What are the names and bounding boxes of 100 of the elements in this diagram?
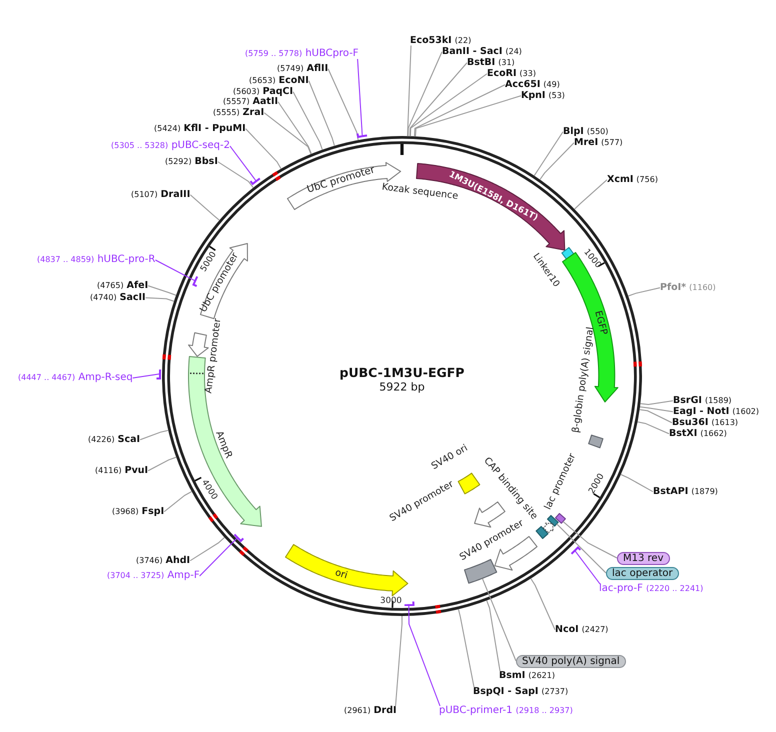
leader-line [292, 91, 323, 150]
leader-line [245, 128, 282, 170]
enzyme-site-label: BspQI - SapI (2737) [473, 687, 568, 696]
leader-line [414, 84, 506, 137]
enzyme-site-label: BstAPI (1879) [653, 487, 718, 496]
leader-line [229, 146, 257, 182]
enzyme-site-label: (4740) SacII [90, 293, 146, 302]
primer-mark [155, 368, 162, 380]
feature-arc [458, 518, 539, 572]
enzyme-site-label: (4116) PvuI [95, 466, 148, 476]
enzyme-site-label: BlpI (550) [563, 127, 608, 136]
enzyme-site-label: BsmI (2621) [499, 671, 555, 680]
enzyme-site-label: Bsu36I (1613) [672, 418, 738, 428]
leader-line [562, 520, 618, 558]
leader-line [278, 101, 312, 154]
leader-line [164, 491, 192, 512]
primer-label: pUBC-primer-1 (2918 .. 2937) [439, 706, 573, 716]
leader-line [199, 537, 238, 576]
primer-mark [402, 600, 415, 606]
leader-line [409, 62, 468, 137]
feature-box [546, 514, 560, 528]
primer-label: (4837 .. 4859) hUBC-pro-R [37, 255, 156, 265]
leader-line [408, 604, 440, 706]
primer-mark [356, 132, 368, 139]
primer-mark [570, 546, 582, 556]
enzyme-site-label: (5557) AatII [223, 97, 278, 106]
leader-line [190, 194, 220, 221]
enzyme-site-label: (5653) EcoNI [249, 76, 309, 86]
leader-line [637, 421, 670, 434]
primer-mark [249, 177, 262, 186]
leader-line [628, 287, 660, 296]
enzyme-site-label: BanII - SacI (24) [442, 47, 522, 56]
leader-line [190, 536, 225, 562]
enzyme-site-label: (5603) PaqCI [233, 87, 294, 96]
plasmid-size: 5922 bp [379, 382, 425, 392]
leader-line [407, 45, 412, 137]
enzyme-site-label: (5107) DraIII [131, 190, 190, 200]
feature-label: ori [334, 568, 348, 582]
leader-line [148, 285, 176, 296]
primer-mark [232, 533, 244, 543]
feature-arc [415, 162, 566, 252]
leader-line [574, 550, 600, 584]
enzyme-site-label: (2961) DrdI [344, 706, 397, 716]
leader-line [132, 373, 160, 378]
leader-line [154, 260, 196, 282]
enzyme-site-label: PfoI* (1160) [660, 283, 716, 292]
leader-line [264, 112, 312, 154]
primer-label: (5305 .. 5328) pUBC-seq-2 [111, 141, 230, 151]
leader-line [556, 523, 606, 574]
enzyme-site-label: XcmI (756) [607, 175, 658, 184]
primer-mark [192, 275, 198, 288]
leader-line [328, 68, 359, 141]
leader-line [640, 400, 674, 405]
feature-tag: M13 rev [617, 552, 670, 564]
enzyme-site-label: (3968) FspI [112, 507, 164, 516]
leader-line [640, 406, 674, 412]
leader-line [308, 80, 335, 146]
primer-label: lac-pro-F (2220 .. 2241) [599, 584, 704, 594]
leader-line [410, 73, 488, 137]
primer-label: (5759 .. 5778) hUBCpro-F [245, 49, 359, 59]
feature-box [554, 512, 567, 526]
leader-line [357, 58, 363, 137]
leader-line [395, 616, 402, 706]
leader-line [530, 578, 556, 630]
feature-box [462, 558, 498, 586]
enzyme-site-label: (4765) AfeI [97, 281, 148, 290]
feature-label: AmpR promoter [204, 318, 224, 394]
leader-line [482, 578, 516, 662]
enzyme-site-label: (5424) KflI - PpuMI [154, 124, 246, 134]
leader-line [145, 297, 174, 302]
primer-label: (3704 .. 3725) Amp-F [107, 571, 200, 581]
leader-line [148, 456, 177, 472]
enzyme-site-label: KpnI (53) [521, 91, 565, 100]
enzyme-site-label: (4226) ScaI [88, 435, 140, 444]
enzyme-site-label: BsrGI (1589) [673, 396, 732, 406]
leader-line [414, 95, 522, 137]
leader-line [574, 179, 608, 210]
leader-line [458, 608, 474, 688]
enzyme-site-label: BstXI (1662) [669, 429, 727, 438]
tick-label: 3000 [380, 596, 402, 606]
leader-line [539, 142, 574, 180]
leader-line [534, 131, 564, 176]
enzyme-site-label: NcoI (2427) [555, 625, 608, 634]
enzyme-site-label: EagI - NotI (1602) [673, 407, 759, 416]
enzyme-site-label: (3746) AhdI [136, 556, 190, 566]
enzyme-site-label: Eco53kI (22) [410, 36, 472, 46]
leader-line [620, 474, 654, 492]
feature-arc [284, 543, 410, 598]
enzyme-site-label: Acc65I (49) [505, 80, 560, 90]
leader-line [140, 430, 169, 440]
primer-label: (4447 .. 4467) Amp-R-seq [18, 373, 133, 383]
feature-arc [198, 242, 249, 320]
enzyme-site-label: (5555) ZraI [213, 108, 264, 118]
enzyme-site-label: (5749) AflII [277, 64, 328, 74]
leader-line [639, 409, 672, 424]
plasmid-name: pUBC-1M3U-EGFP [340, 366, 464, 380]
feature-tag: lac operator [606, 566, 679, 580]
enzyme-site-label: (5292) BbsI [165, 157, 218, 166]
enzyme-site-label: BstBI (31) [467, 58, 515, 68]
leader-line [217, 161, 254, 188]
